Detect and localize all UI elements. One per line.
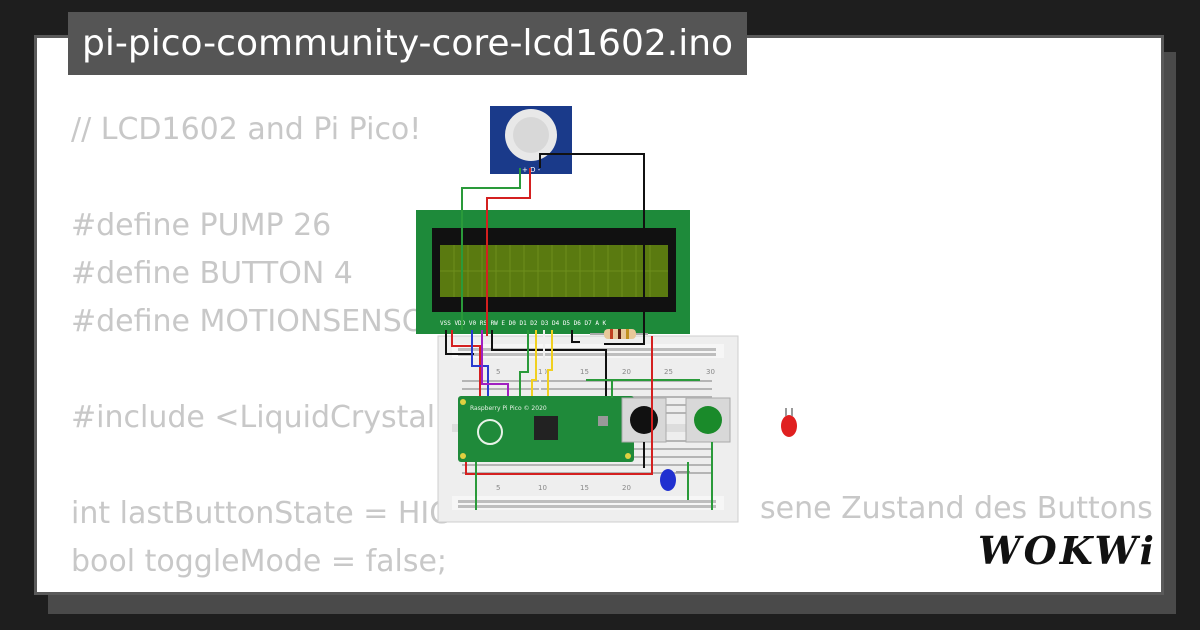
wokwi-logo: WOKWi (978, 528, 1157, 573)
code-line: bool toggleMode = false; (71, 544, 448, 579)
breadboard-column-number: 10 (538, 484, 547, 492)
breadboard-column-number: 10 (538, 368, 547, 376)
breadboard-column-number: 25 (664, 368, 673, 376)
breadboard-column-number: 5 (496, 368, 500, 376)
code-line: #define PUMP 26 (71, 208, 332, 243)
project-title: pi-pico-community-core-lcd1602.ino (68, 12, 748, 75)
resistor[interactable] (590, 329, 648, 339)
code-snippet: // LCD1602 and Pi Pico! #define PUMP 26 … (71, 106, 464, 586)
code-line (71, 442, 464, 490)
pico-label: Raspberry Pi Pico © 2020 (470, 405, 547, 412)
breadboard-column-number: 20 (622, 484, 631, 492)
code-line (71, 346, 464, 394)
breadboard-column-number: 5 (496, 484, 500, 492)
code-line: int lastButtonState = HIG (71, 496, 453, 531)
code-line: #include <LiquidCrystal.h (71, 400, 464, 435)
code-line: #define BUTTON 4 (71, 256, 353, 291)
lcd1602-display[interactable]: VSS VDD V0 RS RW E D0 D1 D2 D3 D4 D5 D6 … (416, 210, 690, 334)
breadboard-column-number: 15 (580, 484, 589, 492)
led-red[interactable] (781, 408, 797, 437)
wires (445, 153, 713, 510)
raspberry-pi-pico[interactable]: Raspberry Pi Pico © 2020 (458, 396, 634, 462)
pir-motion-sensor[interactable]: + D - (490, 106, 572, 174)
breadboard-column-number: 15 (580, 368, 589, 376)
code-line: // LCD1602 and Pi Pico! (71, 112, 422, 147)
code-line (71, 154, 464, 202)
push-button-black[interactable] (621, 397, 667, 443)
breadboard-column-number: 30 (706, 368, 715, 376)
lcd-pin-labels: VSS VDD V0 RS RW E D0 D1 D2 D3 D4 D5 D6 … (440, 320, 607, 327)
code-line: #define MOTIONSENSO (71, 304, 426, 339)
code-line-fragment: sene Zustand des Buttons (760, 491, 1153, 526)
push-button-green[interactable] (685, 397, 731, 443)
pir-pin-labels: + D - (522, 166, 541, 174)
breadboard-column-number: 20 (622, 368, 631, 376)
